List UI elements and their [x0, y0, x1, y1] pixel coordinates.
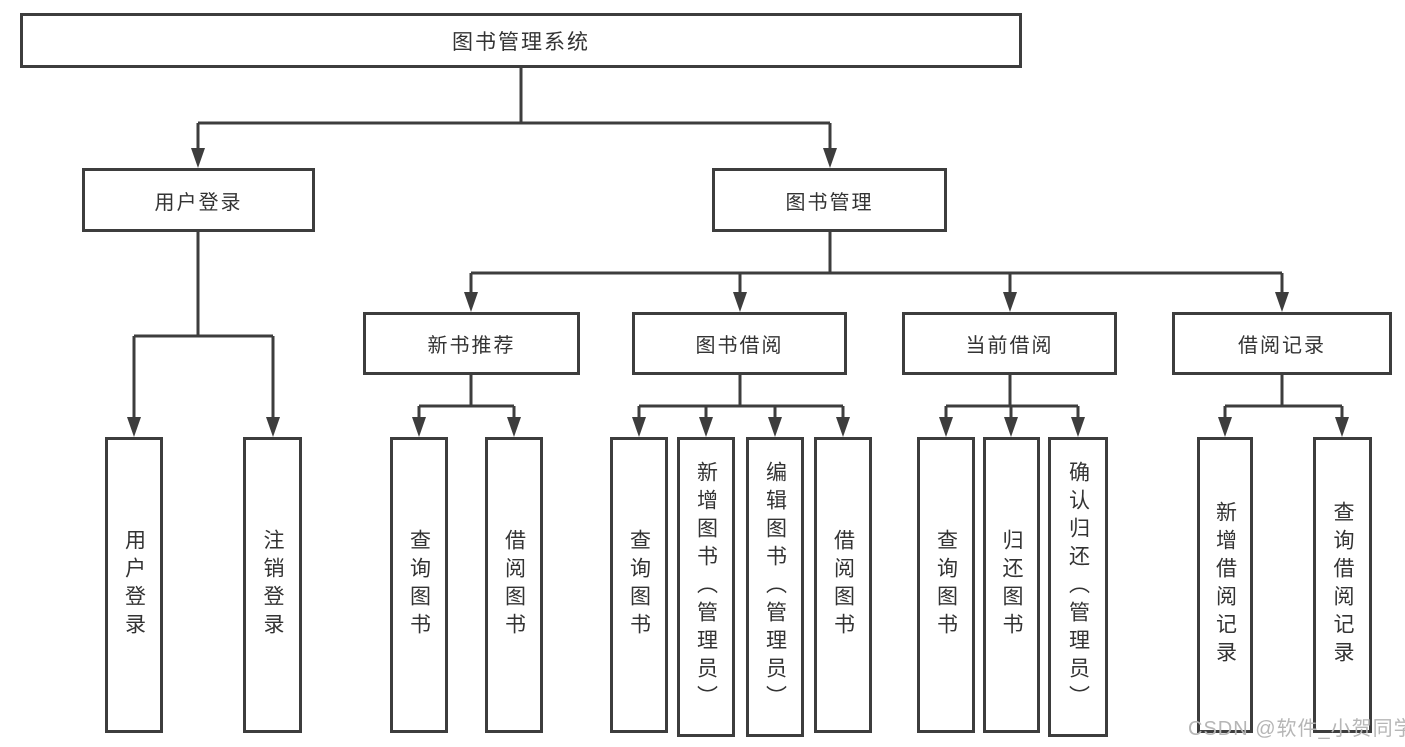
- node-new-book-recommend-label: 新书推荐: [427, 335, 516, 357]
- connector-borrow-to-leaves: [637, 375, 845, 421]
- leaf-records-add-record-label: 新增借阅记录: [1213, 501, 1237, 669]
- node-borrow-records: 借阅记录: [1172, 312, 1392, 375]
- node-book-borrow-label: 图书借阅: [695, 335, 784, 357]
- leaf-recommend-query-book: 查询图书: [390, 437, 448, 733]
- node-book-management: 图书管理: [712, 168, 947, 232]
- leaf-records-query-record: 查询借阅记录: [1313, 437, 1372, 733]
- connector-login-to-leaves: [132, 232, 275, 421]
- leaf-current-return-book: 归还图书: [983, 437, 1040, 733]
- connector-records-to-leaves: [1223, 375, 1344, 421]
- leaf-borrow-add-book-admin-label: 新增图书（管理员）: [694, 461, 718, 713]
- leaf-borrow-add-book-admin: 新增图书（管理员）: [677, 437, 735, 737]
- connector-mgmt-to-level3: [469, 232, 1284, 296]
- watermark: CSDN @软件_小贺同学: [1188, 718, 1405, 740]
- leaf-recommend-query-book-label: 查询图书: [407, 529, 431, 641]
- leaf-current-query-book-label: 查询图书: [934, 529, 958, 641]
- leaf-current-return-book-label: 归还图书: [1000, 529, 1023, 641]
- node-user-login-label: 用户登录: [154, 191, 243, 214]
- leaf-logout-label: 注销登录: [261, 529, 284, 641]
- node-book-management-label: 图书管理: [785, 191, 874, 214]
- leaf-borrow-edit-book-admin: 编辑图书（管理员）: [746, 437, 804, 737]
- connector-rec-to-leaves: [417, 375, 516, 421]
- node-root-label: 图书管理系统: [452, 30, 590, 54]
- node-user-login: 用户登录: [82, 168, 315, 232]
- leaf-borrow-edit-book-admin-label: 编辑图书（管理员）: [763, 461, 787, 713]
- leaf-current-confirm-return-admin-label: 确认归还（管理员）: [1066, 461, 1090, 713]
- leaf-recommend-borrow-book: 借阅图书: [485, 437, 543, 733]
- leaf-current-query-book: 查询图书: [917, 437, 975, 733]
- leaf-borrow-borrow-book-label: 借阅图书: [831, 529, 855, 641]
- node-new-book-recommend: 新书推荐: [363, 312, 580, 375]
- leaf-borrow-borrow-book: 借阅图书: [814, 437, 872, 733]
- leaf-borrow-query-book-label: 查询图书: [627, 529, 651, 641]
- leaf-current-confirm-return-admin: 确认归还（管理员）: [1048, 437, 1108, 737]
- node-book-borrow: 图书借阅: [632, 312, 847, 375]
- connector-current-to-leaves: [944, 375, 1080, 421]
- connector-root-to-level2: [196, 68, 832, 152]
- leaf-logout: 注销登录: [243, 437, 302, 733]
- node-root-system: 图书管理系统: [20, 13, 1022, 68]
- leaf-user-login: 用户登录: [105, 437, 163, 733]
- node-borrow-records-label: 借阅记录: [1238, 335, 1326, 357]
- leaf-records-query-record-label: 查询借阅记录: [1331, 501, 1354, 669]
- leaf-user-login-label: 用户登录: [122, 529, 146, 641]
- leaf-borrow-query-book: 查询图书: [610, 437, 668, 733]
- node-current-borrow: 当前借阅: [902, 312, 1117, 375]
- leaf-records-add-record: 新增借阅记录: [1197, 437, 1253, 733]
- arrowheads: [127, 148, 1349, 437]
- leaf-recommend-borrow-book-label: 借阅图书: [502, 529, 526, 641]
- node-current-borrow-label: 当前借阅: [965, 335, 1054, 357]
